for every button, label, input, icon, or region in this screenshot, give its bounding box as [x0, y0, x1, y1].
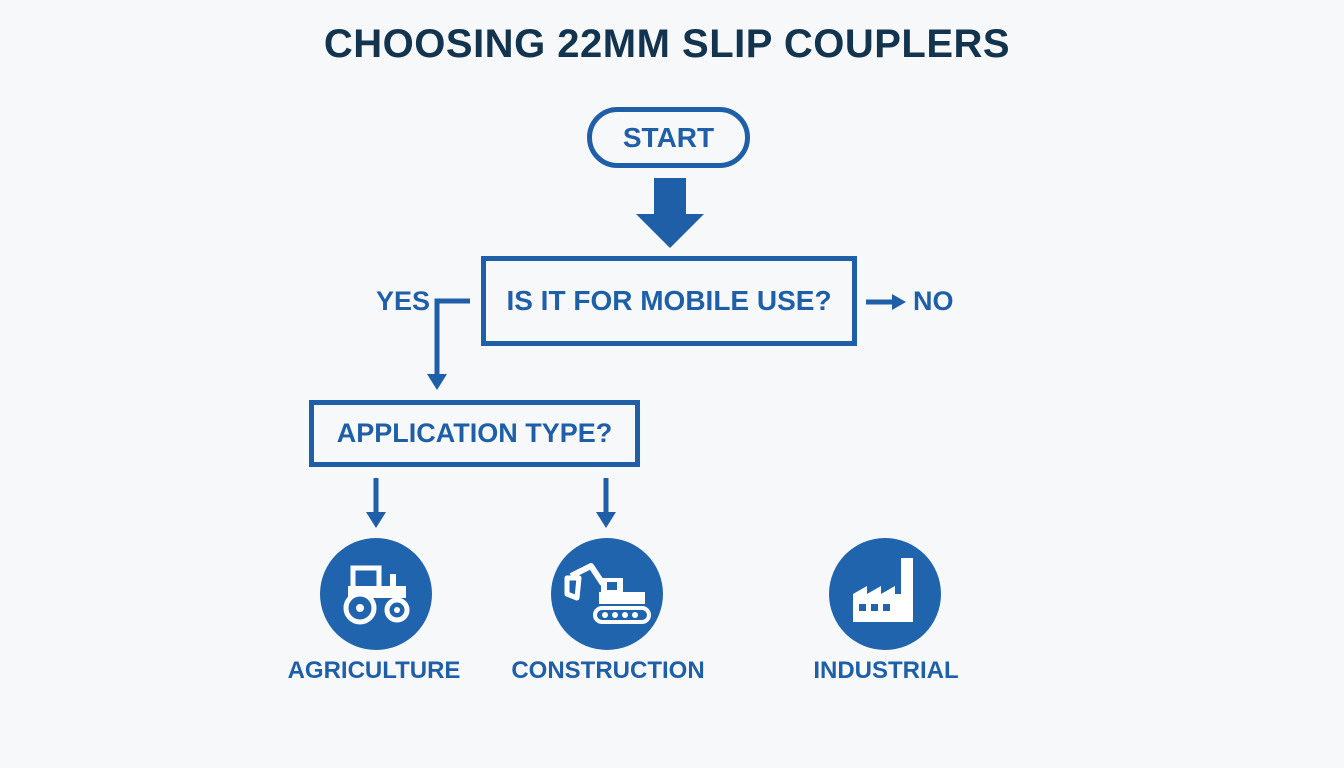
agriculture-label: AGRICULTURE [287, 657, 461, 684]
agriculture-arrow [366, 478, 386, 528]
no-arrow [866, 294, 906, 310]
tractor-icon [343, 565, 410, 625]
construction-label: CONSTRUCTION [511, 657, 705, 684]
factory-icon [853, 558, 913, 622]
construction-circle [551, 538, 663, 650]
application-type-question: APPLICATION TYPE? [309, 400, 640, 467]
industrial-circle [829, 538, 941, 650]
industrial-label: INDUSTRIAL [813, 657, 959, 684]
no-label: NO [913, 286, 954, 316]
agriculture-circle [320, 538, 432, 650]
start-down-arrow [636, 178, 704, 248]
construction-arrow [596, 478, 616, 528]
mobile-use-question: IS IT FOR MOBILE USE? [481, 256, 857, 346]
yes-connector-arrow [427, 298, 470, 390]
excavator-icon [564, 563, 651, 624]
diagram-title: CHOOSING 22MM SLIP COUPLERS [323, 22, 1011, 66]
yes-label: YES [376, 286, 431, 316]
start-node: START [587, 107, 750, 168]
